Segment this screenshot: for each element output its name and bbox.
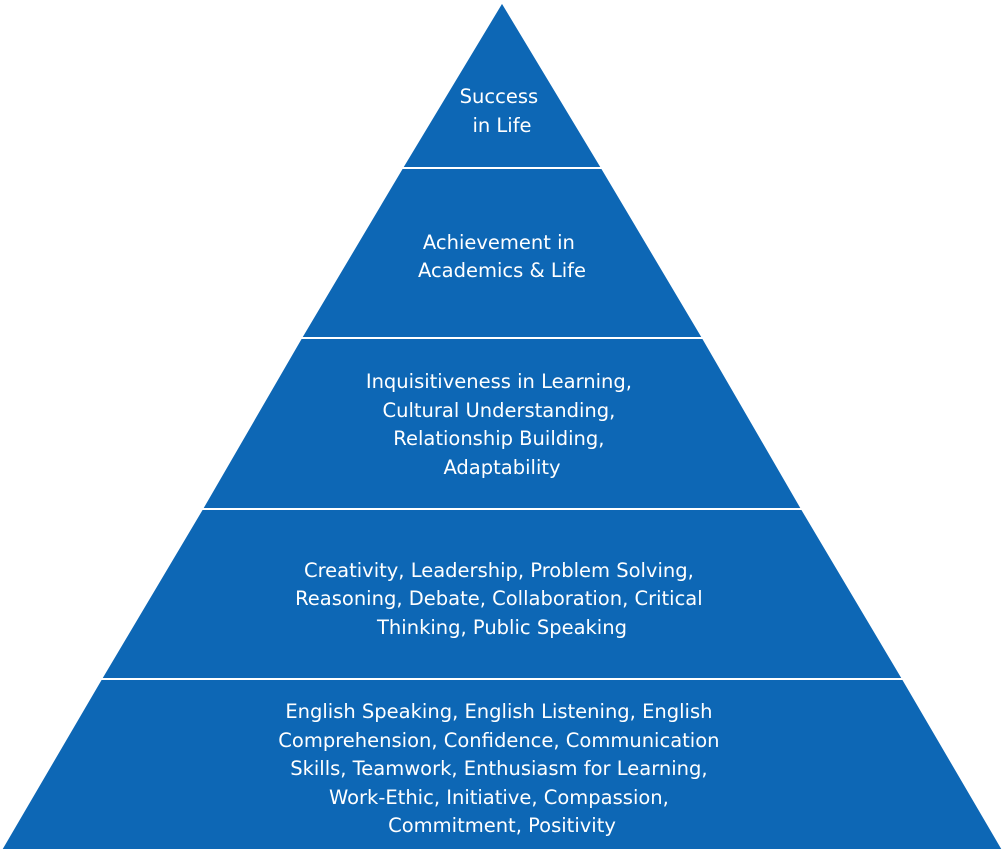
pyramid-tier-1: Success in Life xyxy=(400,0,604,169)
tier-4-line-3: Thinking, Public Speaking xyxy=(376,616,627,639)
pyramid-tier-4: Creativity, Leadership, Problem Solving,… xyxy=(99,508,905,680)
tier-3-line-4: Adaptability xyxy=(443,456,560,479)
tier-1-label: Success in Life xyxy=(460,85,545,137)
tier-3-line-3: Relationship Building, xyxy=(393,427,604,450)
tier-5-line-5: Commitment, Positivity xyxy=(388,814,616,837)
tier-2-line-1: Achievement in xyxy=(423,231,575,254)
tier-2-label: Achievement in Academics & Life xyxy=(418,231,586,282)
tier-1-line-1: Success xyxy=(460,85,539,108)
tier-5-shape xyxy=(0,678,1004,851)
tier-5-line-4: Work-Ethic, Initiative, Compassion, xyxy=(329,786,669,809)
tier-3-line-1: Inquisitiveness in Learning, xyxy=(366,370,632,393)
tier-3-line-2: Cultural Understanding, xyxy=(382,399,615,422)
tier-5-label: English Speaking, English Listening, Eng… xyxy=(278,700,725,837)
tier-5-line-2: Comprehension, Confidence, Communication xyxy=(278,729,719,752)
tier-2-line-2: Academics & Life xyxy=(418,259,586,282)
tier-5-line-3: Skills, Teamwork, Enthusiasm for Learnin… xyxy=(290,757,707,780)
tier-3-label: Inquisitiveness in Learning, Cultural Un… xyxy=(366,370,638,479)
pyramid-tier-5: English Speaking, English Listening, Eng… xyxy=(0,678,1004,851)
tier-4-line-2: Reasoning, Debate, Collaboration, Critic… xyxy=(295,587,703,610)
tier-1-line-2: in Life xyxy=(472,114,531,137)
tier-4-label: Creativity, Leadership, Problem Solving,… xyxy=(295,559,709,639)
tier-5-line-1: English Speaking, English Listening, Eng… xyxy=(285,700,712,723)
pyramid-tier-2: Achievement in Academics & Life xyxy=(299,167,705,339)
tier-3-shape xyxy=(200,337,804,510)
pyramid-tier-3: Inquisitiveness in Learning, Cultural Un… xyxy=(200,337,804,510)
tier-4-line-1: Creativity, Leadership, Problem Solving, xyxy=(304,559,694,582)
